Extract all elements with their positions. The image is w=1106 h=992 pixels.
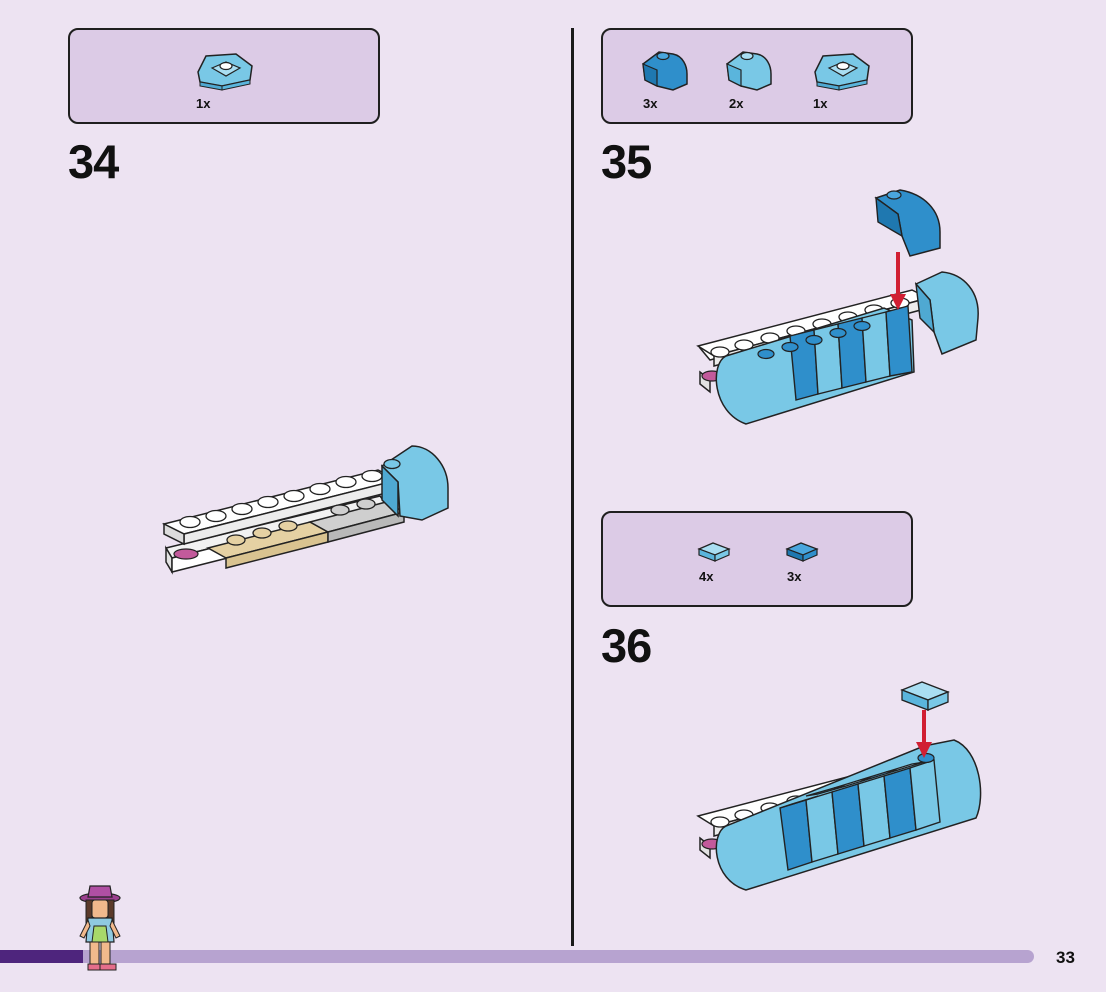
part-dark-blue-curved-slope: 3x <box>639 44 709 111</box>
light-blue-curved-slope-icon <box>726 51 772 91</box>
part-quantity: 1x <box>196 96 211 111</box>
progress-bar <box>0 950 1034 963</box>
part-quantity: 2x <box>729 96 744 111</box>
part-light-blue-tile: 4x <box>695 539 765 584</box>
column-divider <box>571 28 574 946</box>
step-number-36: 36 <box>601 619 652 672</box>
insert-arrow <box>916 710 932 758</box>
part-quantity: 3x <box>643 96 658 111</box>
step-34-model-illustration <box>161 445 449 575</box>
minifigure-character-icon <box>79 885 121 971</box>
step-35-model-illustration <box>696 189 979 425</box>
part-dark-blue-tile: 3x <box>783 539 853 584</box>
part-curved-corner-brick: 1x <box>809 46 879 111</box>
curved-corner-brick-icon <box>197 53 253 91</box>
part-quantity: 1x <box>813 96 828 111</box>
part-quantity: 4x <box>699 569 714 584</box>
parts-box-step-35: 3x 2x 1x <box>601 28 913 124</box>
light-blue-tile-icon <box>697 542 731 562</box>
step-number-34: 34 <box>68 135 119 188</box>
dark-blue-curved-slope-icon <box>642 51 688 91</box>
part-curved-corner-brick: 1x <box>192 46 262 111</box>
dark-blue-tile-icon <box>785 542 819 562</box>
curved-corner-brick-icon <box>814 53 870 91</box>
progress-bar-fill <box>0 950 83 963</box>
step-number-35: 35 <box>601 135 652 188</box>
part-quantity: 3x <box>787 569 802 584</box>
step-36-model-illustration <box>696 681 982 891</box>
part-light-blue-curved-slope: 2x <box>723 44 793 111</box>
page-number: 33 <box>1056 948 1075 967</box>
parts-box-step-34: 1x <box>68 28 380 124</box>
falling-tile <box>900 681 950 711</box>
parts-box-step-36: 4x 3x <box>601 511 913 607</box>
insert-arrow <box>890 252 906 310</box>
